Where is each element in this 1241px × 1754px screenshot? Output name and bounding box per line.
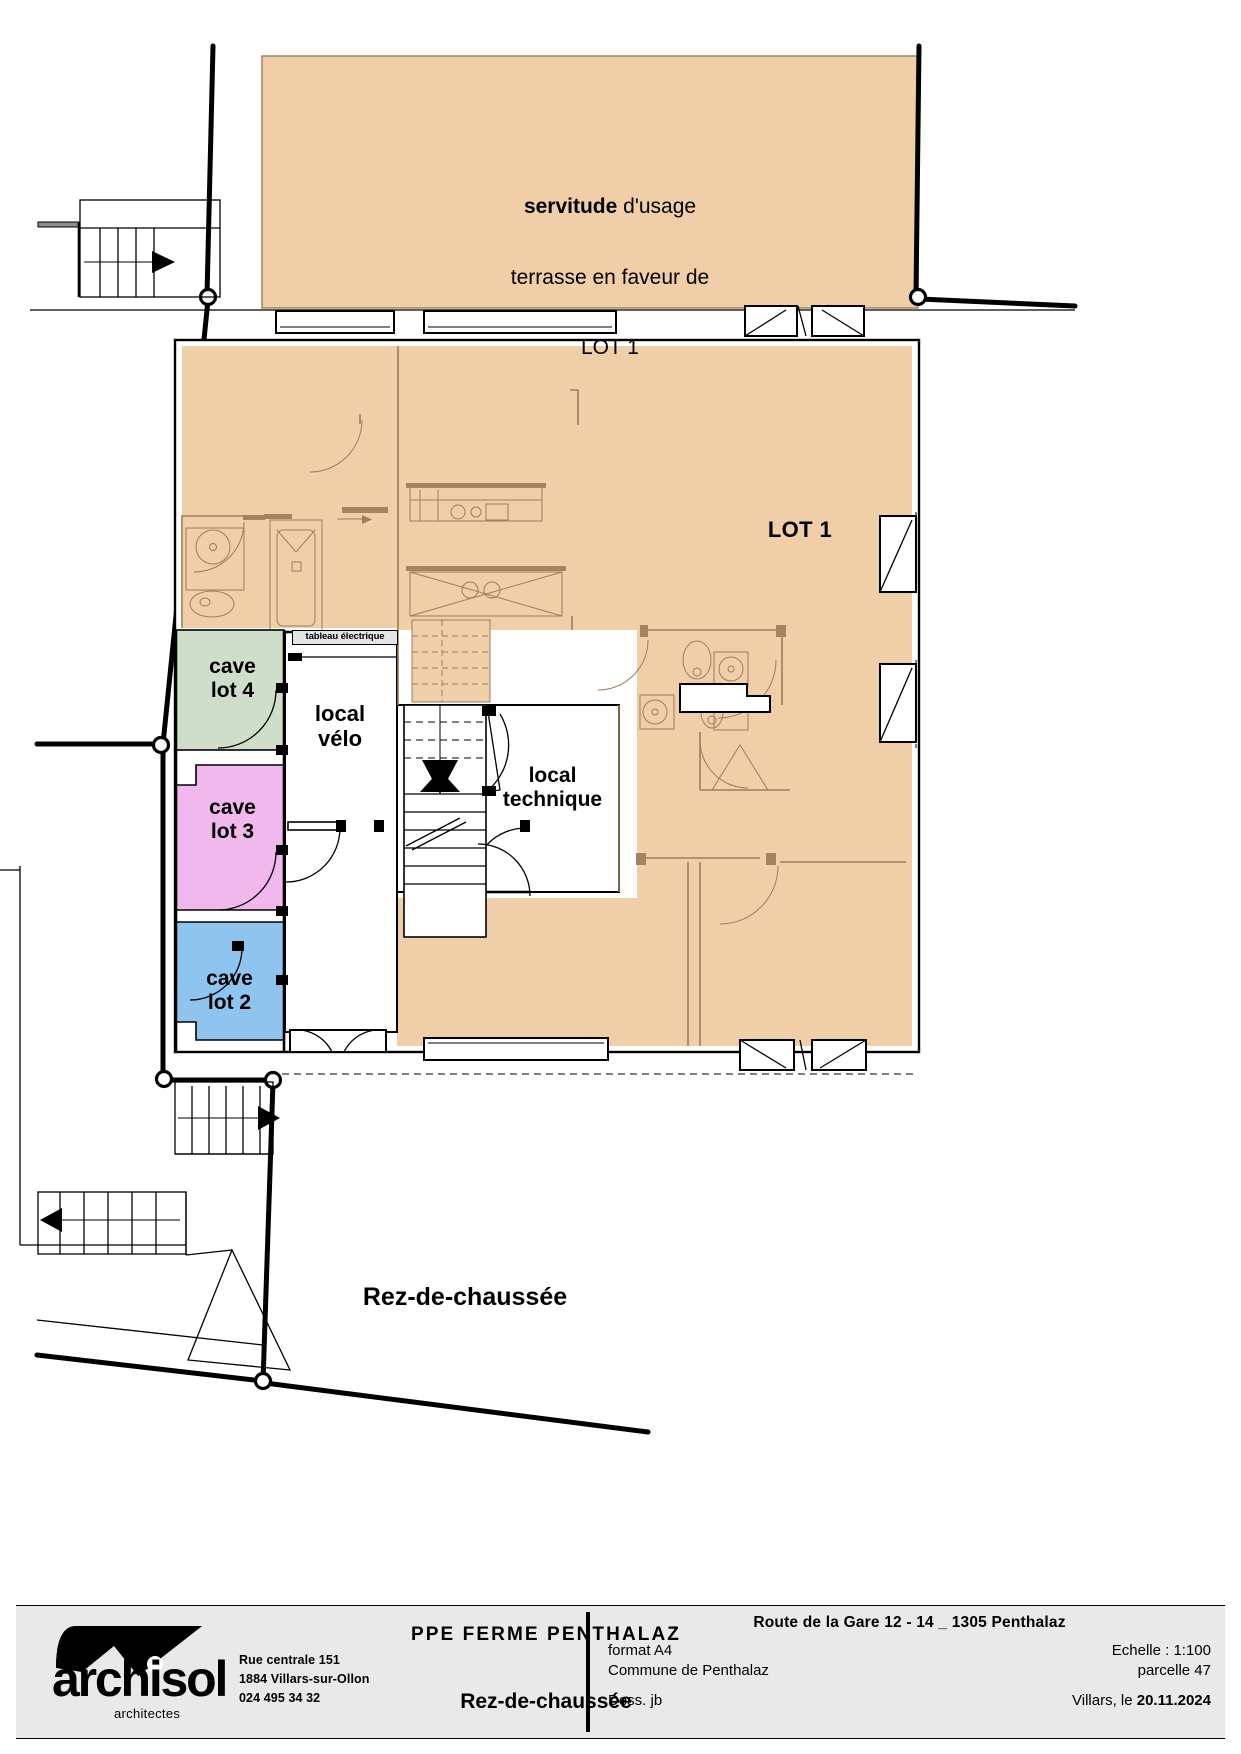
cave-lot-2-label: cave lot 2	[206, 967, 253, 1014]
archisol-logo: archisol architectes	[52, 1620, 228, 1724]
title-block: archisol architectes Rue centrale 151 18…	[16, 1605, 1225, 1739]
drawer-date-row: Dess. jb Villars, le 20.11.2024	[608, 1691, 1211, 1711]
servitude-rest: d'usage	[617, 195, 697, 219]
site-boundary-lines	[0, 43, 1078, 1435]
servitude-note: servitude d'usage terrasse en faveur de …	[400, 148, 820, 407]
title-block-left: archisol architectes Rue centrale 151 18…	[16, 1606, 679, 1738]
title-block-divider	[586, 1612, 590, 1732]
format-scale-row: format A4 Echelle : 1:100	[608, 1641, 1211, 1661]
title-block-right: Route de la Gare 12 - 14 _ 1305 Penthala…	[590, 1606, 1225, 1738]
scale-label: Echelle : 1:100	[1111, 1642, 1211, 1659]
commune-parcel-row: Commune de Penthalaz parcelle 47	[608, 1661, 1211, 1681]
local-technique-label: local technique	[502, 764, 603, 811]
office-address: Rue centrale 151 1884 Villars-sur-Ollon …	[239, 1637, 370, 1708]
commune-label: Commune de Penthalaz	[608, 1662, 769, 1680]
cave-lot-4-label: cave lot 4	[209, 655, 256, 702]
local-velo-label: local vélo	[314, 701, 366, 751]
floor-title-label: Rez-de-chaussée	[362, 1283, 568, 1311]
date-group: Villars, le 20.11.2024	[1072, 1691, 1211, 1711]
archisol-subtitle: architectes	[114, 1706, 181, 1721]
format-label: format A4	[608, 1642, 673, 1659]
tableau-electrique-label: tableau électrique	[292, 630, 398, 645]
archisol-wordmark: archisol	[52, 1651, 228, 1707]
parcel-label: parcelle 47	[1137, 1662, 1211, 1680]
project-subtitle: Rez-de-chaussée	[460, 1690, 632, 1713]
servitude-terrace-area	[261, 55, 919, 309]
address-line-2: 1884 Villars-sur-Ollon	[239, 1671, 370, 1686]
site-address: Route de la Gare 12 - 14 _ 1305 Penthala…	[753, 1614, 1066, 1631]
drawer-label: Dess. jb	[608, 1691, 663, 1709]
date-prefix: Villars, le	[1072, 1691, 1137, 1709]
exterior-stair-top-left	[37, 199, 221, 298]
project-title: PPE FERME PENTHALAZ	[410, 1624, 682, 1645]
cave-rooms	[174, 629, 288, 1052]
interior-staircase	[403, 704, 531, 938]
servitude-line3: LOT 1	[581, 336, 639, 360]
archisol-roof-icon	[56, 1626, 202, 1676]
servitude-line2: terrasse en faveur de	[510, 265, 710, 289]
apartment-partitions	[181, 346, 906, 1046]
cave-lot-3-label: cave lot 3	[209, 796, 256, 843]
exterior-stair-bottom	[20, 1081, 280, 1255]
address-line-1: Rue centrale 151	[239, 1652, 340, 1667]
lot-1-label: LOT 1	[767, 517, 833, 542]
address-line-3: 024 495 34 32	[239, 1690, 321, 1705]
servitude-bold: servitude	[523, 195, 618, 219]
date-value: 20.11.2024	[1136, 1691, 1211, 1709]
windows	[275, 305, 918, 1075]
site-lower-path	[36, 1248, 292, 1371]
